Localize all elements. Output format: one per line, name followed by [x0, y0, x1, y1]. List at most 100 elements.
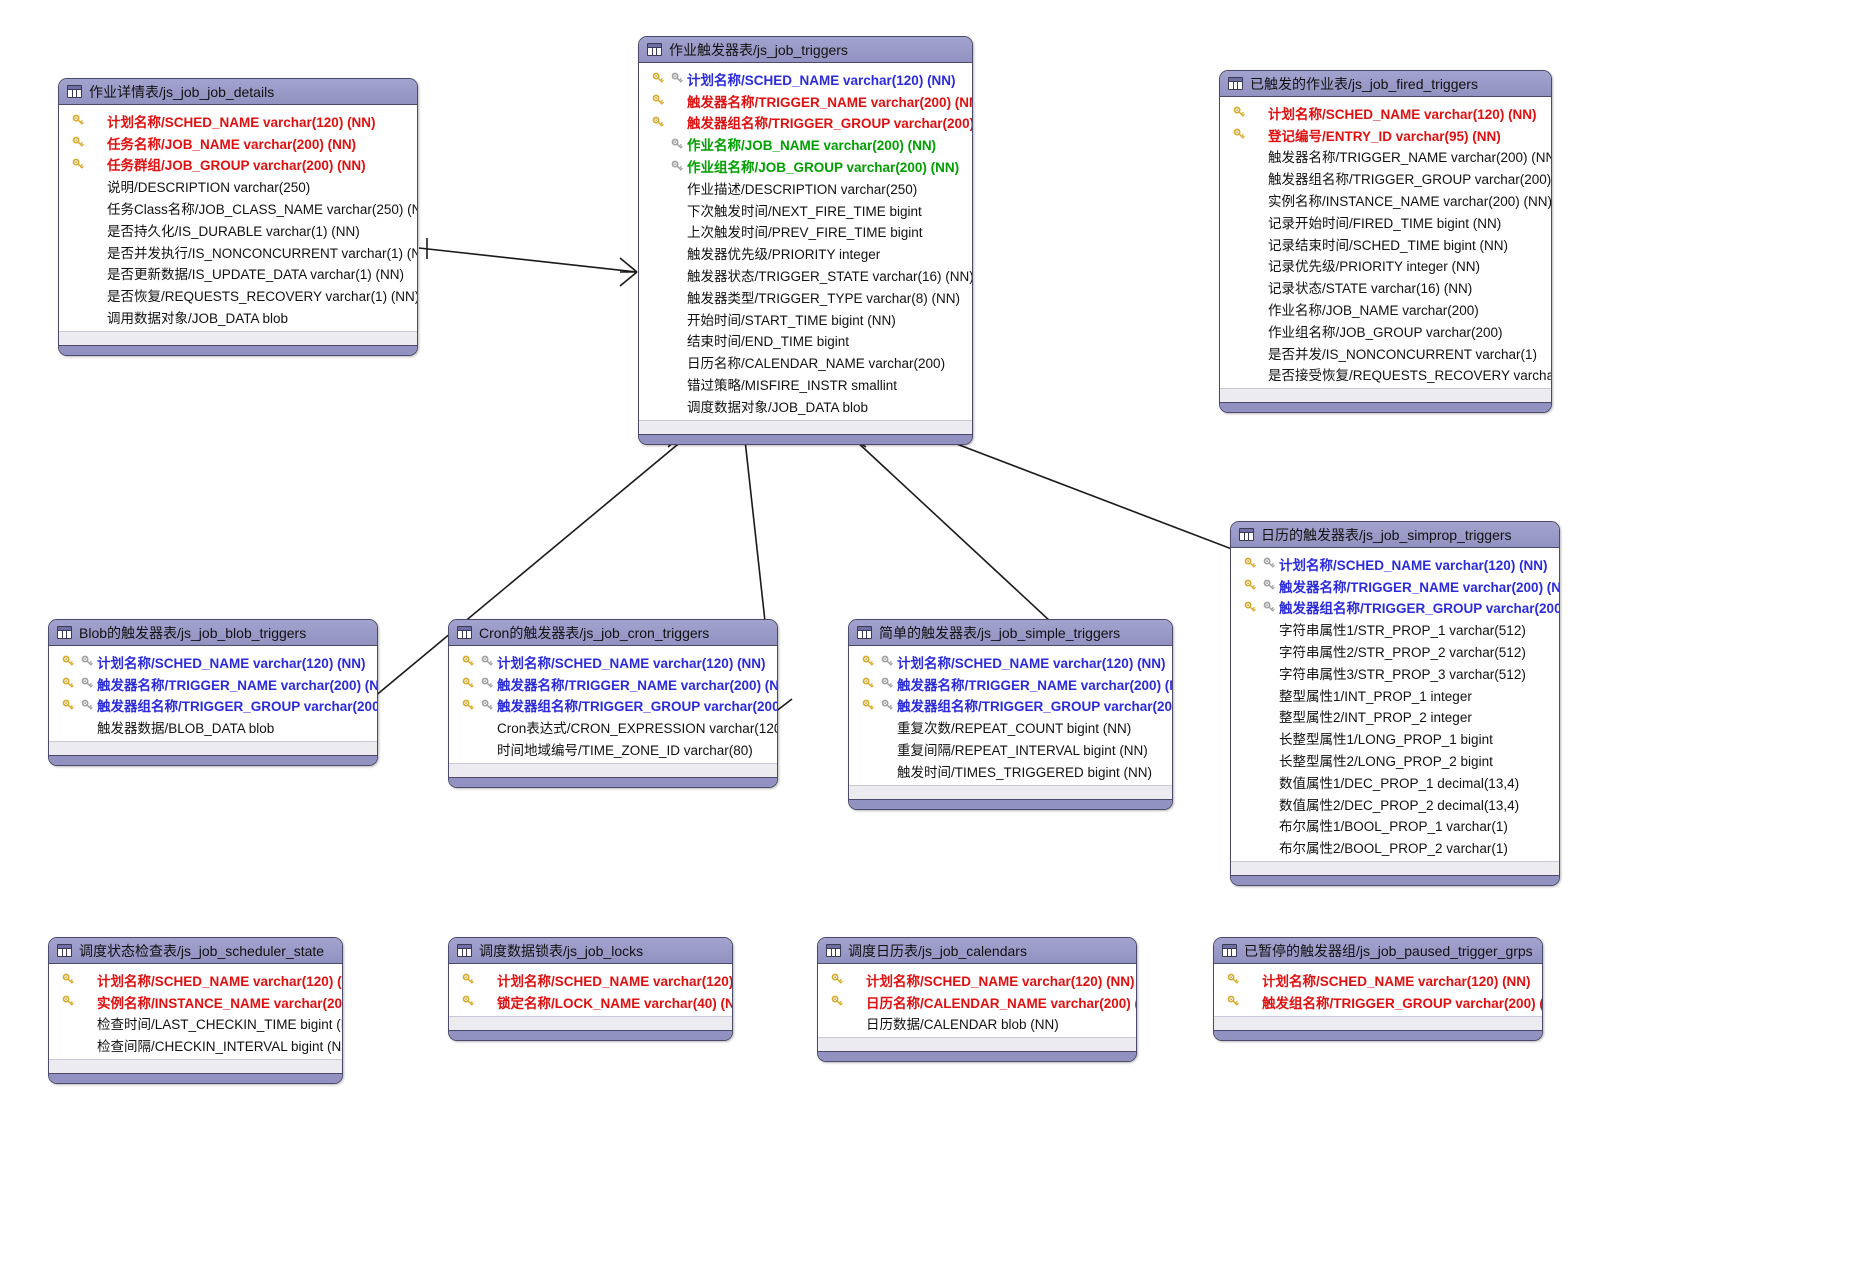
- attribute-row[interactable]: 任务Class名称/JOB_CLASS_NAME varchar(250) (N…: [59, 197, 417, 219]
- attribute-row[interactable]: 时间地域编号/TIME_ZONE_ID varchar(80): [449, 738, 777, 760]
- attribute-row[interactable]: 是否接受恢复/REQUESTS_RECOVERY varchar(1): [1220, 364, 1551, 386]
- attribute-row[interactable]: 触发器名称/TRIGGER_NAME varchar(200) (NN): [49, 673, 377, 695]
- attribute-row[interactable]: 是否并发/IS_NONCONCURRENT varchar(1): [1220, 342, 1551, 364]
- attribute-row[interactable]: 是否并发执行/IS_NONCONCURRENT varchar(1) (NN): [59, 241, 417, 263]
- attribute-row[interactable]: 触发器状态/TRIGGER_STATE varchar(16) (NN): [639, 264, 972, 286]
- attribute-row[interactable]: 任务群组/JOB_GROUP varchar(200) (NN): [59, 154, 417, 176]
- attribute-row[interactable]: 数值属性1/DEC_PROP_1 decimal(13,4): [1231, 771, 1559, 793]
- attribute-row[interactable]: 触发器组名称/TRIGGER_GROUP varchar(200) (NN): [449, 695, 777, 717]
- attribute-row[interactable]: 触发器名称/TRIGGER_NAME varchar(200) (NN): [639, 90, 972, 112]
- attribute-row[interactable]: 布尔属性2/BOOL_PROP_2 varchar(1): [1231, 836, 1559, 858]
- entity-locks[interactable]: 调度数据锁表/js_job_locks 计划名称/SCHED_NAME varch…: [448, 937, 733, 1041]
- attribute-row[interactable]: 计划名称/SCHED_NAME varchar(120) (NN): [49, 651, 377, 673]
- entity-cron_triggers[interactable]: Cron的触发器表/js_job_cron_triggers 计划名称/SCHED…: [448, 619, 778, 788]
- attribute-row[interactable]: 计划名称/SCHED_NAME varchar(120) (NN): [49, 969, 342, 991]
- attribute-row[interactable]: 触发器类型/TRIGGER_TYPE varchar(8) (NN): [639, 286, 972, 308]
- attribute-row[interactable]: 实例名称/INSTANCE_NAME varchar(200) (NN): [49, 991, 342, 1013]
- entity-header-calendars[interactable]: 调度日历表/js_job_calendars: [818, 938, 1136, 964]
- attribute-row[interactable]: 长整型属性2/LONG_PROP_2 bigint: [1231, 749, 1559, 771]
- attribute-row[interactable]: 触发时间/TIMES_TRIGGERED bigint (NN): [849, 760, 1172, 782]
- attribute-row[interactable]: 实例名称/INSTANCE_NAME varchar(200) (NN): [1220, 189, 1551, 211]
- attribute-row[interactable]: 错过策略/MISFIRE_INSTR smallint: [639, 373, 972, 395]
- entity-header-simprop_triggers[interactable]: 日历的触发器表/js_job_simprop_triggers: [1231, 522, 1559, 548]
- entity-scheduler_state[interactable]: 调度状态检查表/js_job_scheduler_state 计划名称/SCHED…: [48, 937, 343, 1085]
- attribute-row[interactable]: 整型属性2/INT_PROP_2 integer: [1231, 706, 1559, 728]
- attribute-row[interactable]: 下次触发时间/NEXT_FIRE_TIME bigint: [639, 199, 972, 221]
- attribute-row[interactable]: 计划名称/SCHED_NAME varchar(120) (NN): [639, 68, 972, 90]
- attribute-row[interactable]: 字符串属性1/STR_PROP_1 varchar(512): [1231, 618, 1559, 640]
- attribute-row[interactable]: Cron表达式/CRON_EXPRESSION varchar(120) (NN…: [449, 716, 777, 738]
- attribute-row[interactable]: 重复次数/REPEAT_COUNT bigint (NN): [849, 716, 1172, 738]
- attribute-row[interactable]: 是否更新数据/IS_UPDATE_DATA varchar(1) (NN): [59, 263, 417, 285]
- entity-blob_triggers[interactable]: Blob的触发器表/js_job_blob_triggers 计划名称/SCHED…: [48, 619, 378, 767]
- entity-paused_trigger_grps[interactable]: 已暂停的触发器组/js_job_paused_trigger_grps 计划名称/…: [1213, 937, 1543, 1041]
- attribute-row[interactable]: 作业组名称/JOB_GROUP varchar(200) (NN): [639, 155, 972, 177]
- attribute-row[interactable]: 记录开始时间/FIRED_TIME bigint (NN): [1220, 211, 1551, 233]
- attribute-row[interactable]: 触发器数据/BLOB_DATA blob: [49, 716, 377, 738]
- attribute-row[interactable]: 计划名称/SCHED_NAME varchar(120) (NN): [818, 969, 1136, 991]
- attribute-row[interactable]: 整型属性1/INT_PROP_1 integer: [1231, 684, 1559, 706]
- attribute-row[interactable]: 计划名称/SCHED_NAME varchar(120) (NN): [449, 969, 732, 991]
- attribute-row[interactable]: 说明/DESCRIPTION varchar(250): [59, 175, 417, 197]
- attribute-row[interactable]: 触发器组名称/TRIGGER_GROUP varchar(200) (NN): [849, 695, 1172, 717]
- attribute-row[interactable]: 触发器组名称/TRIGGER_GROUP varchar(200) (NN): [639, 112, 972, 134]
- attribute-row[interactable]: 记录状态/STATE varchar(16) (NN): [1220, 276, 1551, 298]
- entity-fired_triggers[interactable]: 已触发的作业表/js_job_fired_triggers 计划名称/SCHED_…: [1219, 70, 1552, 414]
- attribute-row[interactable]: 锁定名称/LOCK_NAME varchar(40) (NN): [449, 991, 732, 1013]
- entity-header-simple_triggers[interactable]: 简单的触发器表/js_job_simple_triggers: [849, 620, 1172, 646]
- attribute-row[interactable]: 计划名称/SCHED_NAME varchar(120) (NN): [59, 110, 417, 132]
- entity-header-cron_triggers[interactable]: Cron的触发器表/js_job_cron_triggers: [449, 620, 777, 646]
- attribute-row[interactable]: 日历名称/CALENDAR_NAME varchar(200) (NN): [818, 991, 1136, 1013]
- attribute-row[interactable]: 日历数据/CALENDAR blob (NN): [818, 1013, 1136, 1035]
- attribute-row[interactable]: 触发器组名称/TRIGGER_GROUP varchar(200) (NN): [49, 695, 377, 717]
- attribute-row[interactable]: 登记编号/ENTRY_ID varchar(95) (NN): [1220, 124, 1551, 146]
- entity-header-scheduler_state[interactable]: 调度状态检查表/js_job_scheduler_state: [49, 938, 342, 964]
- attribute-row[interactable]: 重复间隔/REPEAT_INTERVAL bigint (NN): [849, 738, 1172, 760]
- entity-header-job_triggers[interactable]: 作业触发器表/js_job_triggers: [639, 37, 972, 63]
- attribute-row[interactable]: 触发器名称/TRIGGER_NAME varchar(200) (NN): [1231, 575, 1559, 597]
- attribute-row[interactable]: 计划名称/SCHED_NAME varchar(120) (NN): [449, 651, 777, 673]
- attribute-row[interactable]: 作业名称/JOB_NAME varchar(200): [1220, 298, 1551, 320]
- attribute-row[interactable]: 字符串属性2/STR_PROP_2 varchar(512): [1231, 640, 1559, 662]
- attribute-row[interactable]: 计划名称/SCHED_NAME varchar(120) (NN): [1231, 553, 1559, 575]
- entity-header-fired_triggers[interactable]: 已触发的作业表/js_job_fired_triggers: [1220, 71, 1551, 97]
- attribute-row[interactable]: 任务名称/JOB_NAME varchar(200) (NN): [59, 132, 417, 154]
- attribute-row[interactable]: 是否恢复/REQUESTS_RECOVERY varchar(1) (NN): [59, 284, 417, 306]
- entity-header-locks[interactable]: 调度数据锁表/js_job_locks: [449, 938, 732, 964]
- entity-header-paused_trigger_grps[interactable]: 已暂停的触发器组/js_job_paused_trigger_grps: [1214, 938, 1542, 964]
- attribute-row[interactable]: 触发组名称/TRIGGER_GROUP varchar(200) (NN): [1214, 991, 1542, 1013]
- attribute-row[interactable]: 计划名称/SCHED_NAME varchar(120) (NN): [1220, 102, 1551, 124]
- attribute-row[interactable]: 字符串属性3/STR_PROP_3 varchar(512): [1231, 662, 1559, 684]
- attribute-row[interactable]: 是否持久化/IS_DURABLE varchar(1) (NN): [59, 219, 417, 241]
- attribute-row[interactable]: 触发器名称/TRIGGER_NAME varchar(200) (NN): [1220, 146, 1551, 168]
- entity-job_triggers[interactable]: 作业触发器表/js_job_triggers 计划名称/SCHED_NAME va…: [638, 36, 973, 445]
- attribute-row[interactable]: 触发器优先级/PRIORITY integer: [639, 242, 972, 264]
- attribute-row[interactable]: 检查时间/LAST_CHECKIN_TIME bigint (NN): [49, 1013, 342, 1035]
- attribute-row[interactable]: 触发器名称/TRIGGER_NAME varchar(200) (NN): [449, 673, 777, 695]
- attribute-row[interactable]: 作业名称/JOB_NAME varchar(200) (NN): [639, 133, 972, 155]
- attribute-row[interactable]: 触发器组名称/TRIGGER_GROUP varchar(200) (NN): [1220, 167, 1551, 189]
- attribute-row[interactable]: 作业组名称/JOB_GROUP varchar(200): [1220, 320, 1551, 342]
- attribute-row[interactable]: 上次触发时间/PREV_FIRE_TIME bigint: [639, 221, 972, 243]
- attribute-row[interactable]: 开始时间/START_TIME bigint (NN): [639, 308, 972, 330]
- attribute-row[interactable]: 数值属性2/DEC_PROP_2 decimal(13,4): [1231, 793, 1559, 815]
- attribute-row[interactable]: 记录优先级/PRIORITY integer (NN): [1220, 255, 1551, 277]
- entity-header-job_details[interactable]: 作业详情表/js_job_job_details: [59, 79, 417, 105]
- attribute-row[interactable]: 触发器组名称/TRIGGER_GROUP varchar(200) (NN): [1231, 597, 1559, 619]
- attribute-row[interactable]: 布尔属性1/BOOL_PROP_1 varchar(1): [1231, 815, 1559, 837]
- attribute-row[interactable]: 长整型属性1/LONG_PROP_1 bigint: [1231, 727, 1559, 749]
- attribute-row[interactable]: 调度数据对象/JOB_DATA blob: [639, 395, 972, 417]
- entity-calendars[interactable]: 调度日历表/js_job_calendars 计划名称/SCHED_NAME va…: [817, 937, 1137, 1063]
- attribute-row[interactable]: 作业描述/DESCRIPTION varchar(250): [639, 177, 972, 199]
- attribute-row[interactable]: 日历名称/CALENDAR_NAME varchar(200): [639, 351, 972, 373]
- attribute-row[interactable]: 触发器名称/TRIGGER_NAME varchar(200) (NN): [849, 673, 1172, 695]
- attribute-row[interactable]: 记录结束时间/SCHED_TIME bigint (NN): [1220, 233, 1551, 255]
- entity-job_details[interactable]: 作业详情表/js_job_job_details 计划名称/SCHED_NAME …: [58, 78, 418, 356]
- attribute-row[interactable]: 计划名称/SCHED_NAME varchar(120) (NN): [849, 651, 1172, 673]
- attribute-row[interactable]: 结束时间/END_TIME bigint: [639, 330, 972, 352]
- entity-simple_triggers[interactable]: 简单的触发器表/js_job_simple_triggers 计划名称/SCHED…: [848, 619, 1173, 810]
- entity-header-blob_triggers[interactable]: Blob的触发器表/js_job_blob_triggers: [49, 620, 377, 646]
- attribute-row[interactable]: 计划名称/SCHED_NAME varchar(120) (NN): [1214, 969, 1542, 991]
- entity-simprop_triggers[interactable]: 日历的触发器表/js_job_simprop_triggers 计划名称/SCHE…: [1230, 521, 1560, 887]
- attribute-row[interactable]: 调用数据对象/JOB_DATA blob: [59, 306, 417, 328]
